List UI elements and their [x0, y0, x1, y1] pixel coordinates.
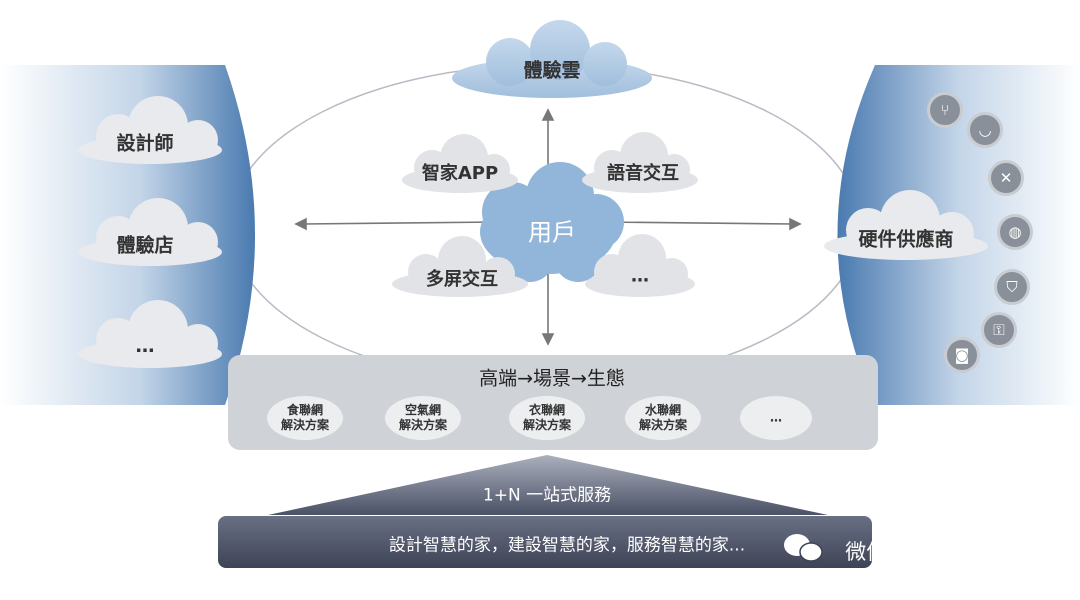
node-cloud-screen	[392, 236, 528, 297]
pyramid-label: 1+N 一站式服務	[482, 485, 612, 506]
left-cloud-2	[78, 198, 222, 266]
top-cloud-label: 體驗雲	[523, 59, 581, 82]
solution-food: 食聯網解決方案	[280, 403, 330, 432]
fan-icon: ✕	[988, 160, 1024, 196]
slogan-bar	[218, 516, 872, 568]
camera-icon: ◙	[944, 337, 980, 373]
solution-bubble-4	[625, 396, 701, 440]
cup-icon: ◡	[967, 112, 1003, 148]
right-cloud	[824, 190, 988, 260]
right-item-hardware: 硬件供應商	[858, 228, 954, 251]
left-item-designer: 設計師	[116, 132, 174, 155]
key-icon: ⚿	[981, 312, 1017, 348]
node-cloud-more	[585, 234, 695, 297]
wechat-logo-icon	[784, 534, 823, 562]
shield-icon: ⛉	[994, 269, 1030, 305]
solution-bubble-5	[740, 396, 812, 440]
solution-air: 空氣網解決方案	[398, 403, 448, 432]
arrows	[294, 108, 802, 346]
service-pyramid	[268, 455, 828, 515]
watermark: 微信号: touchweb	[845, 540, 1025, 564]
utensils-icon: ⑂	[927, 92, 963, 128]
node-app-label: 智家APP	[421, 163, 499, 184]
left-cloud-3	[78, 300, 222, 368]
left-cloud-1	[78, 96, 222, 164]
solution-bubble-2	[385, 396, 461, 440]
node-more-label: …	[631, 265, 649, 287]
node-screen-label: 多屏交互	[426, 269, 498, 290]
node-cloud-voice	[582, 132, 698, 193]
node-cloud-app	[402, 134, 518, 193]
platform-title: 高端→場景→生態	[479, 367, 625, 390]
solution-water: 水聯網解決方案	[638, 403, 688, 432]
water-drop-icon: ◍	[997, 214, 1033, 250]
user-label: 用戶	[528, 218, 576, 247]
node-voice-label: 語音交互	[607, 163, 679, 184]
top-cloud	[452, 20, 652, 98]
slogan-text: 設計智慧的家，建設智慧的家，服務智慧的家...	[388, 535, 746, 556]
solution-clothing: 衣聯網解決方案	[522, 403, 572, 432]
user-cloud	[480, 162, 624, 282]
solution-bubble-3	[509, 396, 585, 440]
solution-more: …	[770, 410, 782, 425]
left-item-more: …	[135, 335, 155, 357]
solution-bubble-1	[267, 396, 343, 440]
left-item-store: 體驗店	[116, 234, 174, 257]
